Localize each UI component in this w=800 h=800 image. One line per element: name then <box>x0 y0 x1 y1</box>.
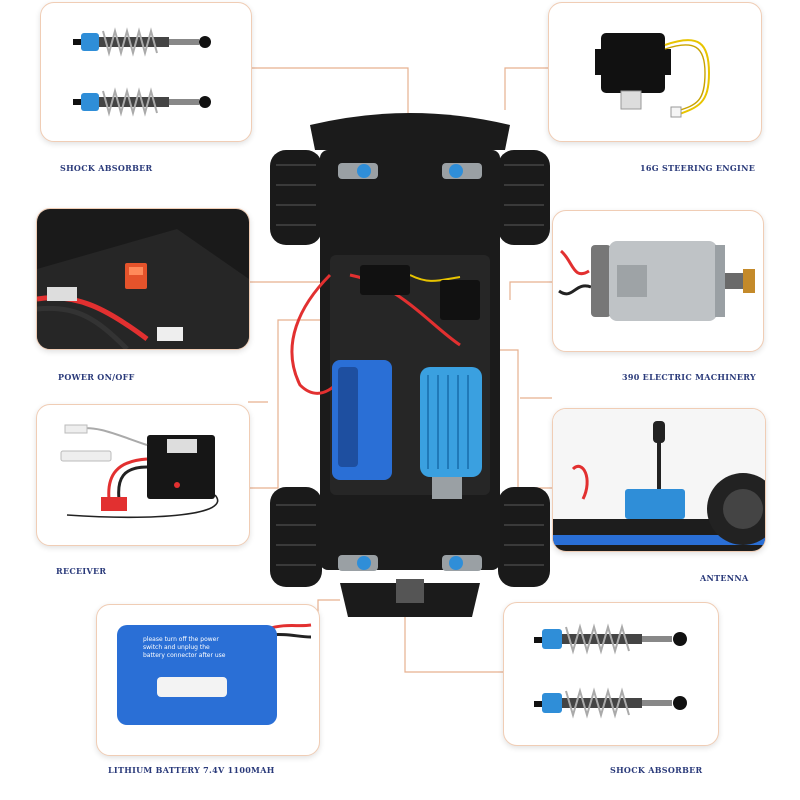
motor-icon <box>558 241 755 321</box>
shock-absorber-top-label: SHOCK ABSORBER <box>60 163 153 173</box>
shock-absorber-bottom-icon <box>534 623 687 719</box>
receiver-label: RECEIVER <box>56 566 107 576</box>
battery-sticker-line2: switch and unplug the <box>143 644 210 651</box>
steering-engine-label: 16G STEERING ENGINE <box>640 163 756 173</box>
power-switch-panel <box>36 208 250 350</box>
power-switch-icon <box>37 209 249 349</box>
battery-icon: please turn off the power switch and unp… <box>117 623 312 725</box>
power-switch-label: POWER ON/OFF <box>58 372 135 382</box>
battery-sticker-line1: please turn off the power <box>143 636 219 643</box>
shock-absorber-bottom-label: SHOCK ABSORBER <box>610 765 703 775</box>
antenna-icon <box>553 409 765 551</box>
car-chassis-illustration <box>270 113 550 617</box>
shock-absorber-icon <box>73 27 211 117</box>
shock-absorber-bottom-panel <box>503 602 719 746</box>
antenna-label: ANTENNA <box>700 573 749 583</box>
servo-icon <box>595 33 711 118</box>
shock-absorber-top-panel <box>40 2 252 142</box>
antenna-panel <box>552 408 766 552</box>
battery-sticker-line3: battery connector after use <box>143 652 226 659</box>
electric-motor-panel <box>552 210 764 352</box>
receiver-panel <box>36 404 250 546</box>
battery-panel: please turn off the power switch and unp… <box>96 604 320 756</box>
steering-engine-panel <box>548 2 762 142</box>
receiver-icon <box>60 424 219 518</box>
battery-label: LITHIUM BATTERY 7.4V 1100MAH <box>108 765 275 775</box>
electric-motor-label: 390 ELECTRIC MACHINERY <box>622 372 757 382</box>
